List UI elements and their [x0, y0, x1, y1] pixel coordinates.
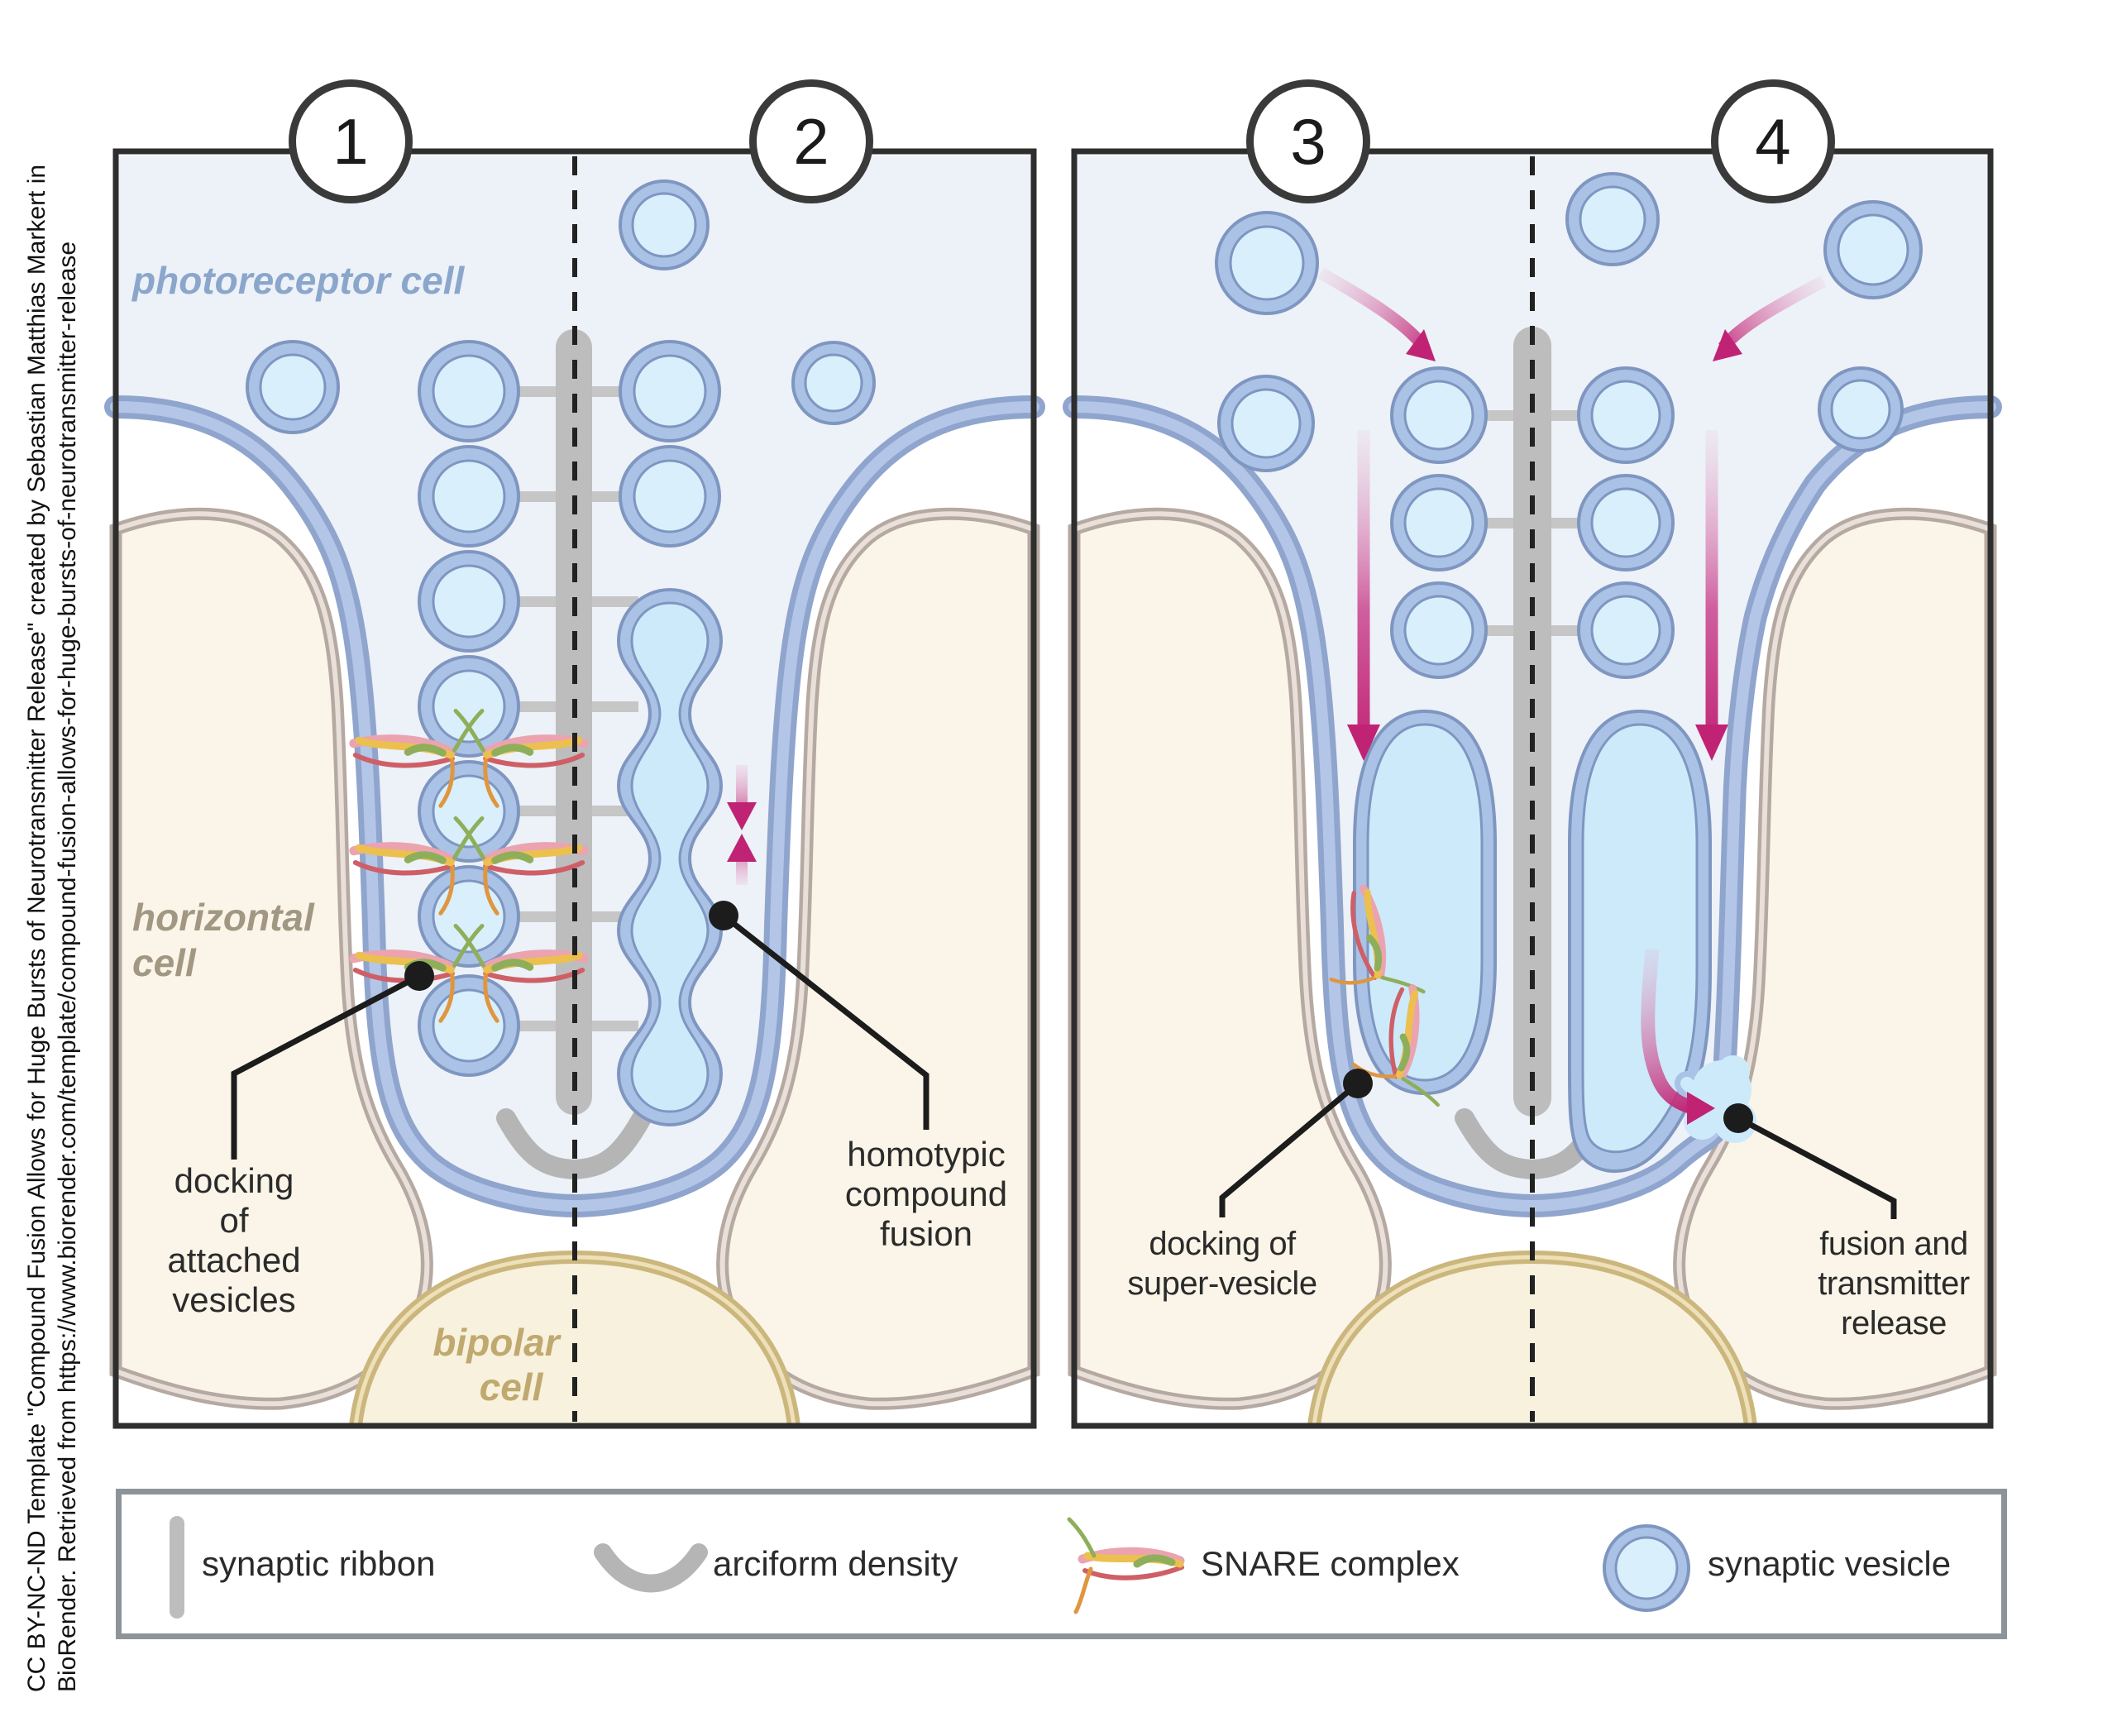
annotation-dot-docking — [404, 961, 434, 991]
step-number: 3 — [1290, 104, 1326, 178]
synaptic-ribbon — [556, 329, 592, 1115]
horizontal-cell-left — [1068, 507, 1392, 1410]
panel-1-2-border — [112, 148, 1037, 1429]
photoreceptor-membrane — [104, 395, 1045, 1218]
bipolar-cell-label: bipolar cell — [432, 1321, 560, 1408]
panel-3-4-border — [1071, 148, 1994, 1429]
photoreceptor-cell-label: photoreceptor cell — [132, 259, 465, 302]
synaptic-vesicle-icon — [1603, 1524, 1690, 1612]
legend-label-synaptic-ribbon: synaptic ribbon — [202, 1544, 436, 1583]
attribution-line-2: BioRender. Retrieved from https://www.bi… — [54, 241, 81, 1692]
callout-docking-super-vesicle: docking of super-vesicle — [1127, 1226, 1317, 1302]
horizontal-cell-label: horizontal cell — [132, 896, 314, 984]
synaptic-vesicle — [246, 179, 876, 434]
photoreceptor-membrane — [1063, 395, 2002, 1218]
step-number: 2 — [793, 104, 829, 178]
attribution-line-1: CC BY-NC-ND Template "Compound Fusion Al… — [23, 164, 50, 1692]
annotation-dot-super-vesicle — [1343, 1069, 1373, 1098]
callout-fusion-transmitter-release: fusion and transmitter release — [1818, 1226, 1970, 1341]
vesicle-movement-arrows — [1317, 267, 1827, 1125]
callout-homotypic-compound-fusion: homotypic compound fusion — [844, 1135, 1008, 1253]
super-vesicle-docked — [1353, 709, 1497, 1096]
panel-steps-1-2 — [104, 148, 1045, 1429]
legend-label-synaptic-vesicle: synaptic vesicle — [1708, 1544, 1952, 1583]
panel-steps-3-4 — [1063, 148, 2002, 1429]
super-vesicle-fusing — [1568, 709, 1734, 1174]
attribution-text: CC BY-NC-ND Template "Compound Fusion Al… — [22, 45, 83, 1692]
synaptic-vesicle — [1215, 172, 1923, 472]
step-badge-4: 4 — [1711, 79, 1835, 203]
step-badge-1: 1 — [289, 79, 413, 203]
annotation-leaders — [231, 913, 929, 1160]
arciform-density — [496, 1108, 652, 1180]
attached-vesicle-column — [418, 340, 520, 1077]
legend: synaptic ribbon arciform density SNARE c… — [116, 1489, 2007, 1639]
horizontal-cell-right — [1673, 507, 1997, 1410]
legend-label-arciform-density: arciform density — [713, 1544, 958, 1583]
synaptic-ribbon-icon — [170, 1516, 184, 1619]
step-number: 4 — [1755, 104, 1791, 178]
fusing-vesicle-column — [616, 340, 724, 1127]
ribbon-tethers — [1480, 410, 1584, 636]
annotation-dot-release — [1723, 1103, 1753, 1133]
synaptic-ribbon — [1513, 327, 1551, 1117]
arciform-density-icon — [594, 1543, 708, 1593]
step-badge-2: 2 — [749, 79, 873, 203]
step-badge-3: 3 — [1246, 79, 1370, 203]
attached-vesicle-column — [1390, 366, 1675, 679]
horizontal-cell-right — [716, 507, 1040, 1410]
fusion-arrows — [727, 765, 757, 885]
legend-label-snare-complex: SNARE complex — [1201, 1544, 1460, 1583]
horizontal-cell-left — [109, 507, 433, 1410]
step-number: 1 — [332, 104, 369, 178]
callout-docking-attached-vesicles: docking of attached vesicles — [167, 1161, 301, 1319]
annotation-dot-homotypic — [709, 901, 738, 930]
snare-complex-icon — [1067, 1517, 1185, 1614]
annotation-leaders — [1219, 1081, 1897, 1219]
